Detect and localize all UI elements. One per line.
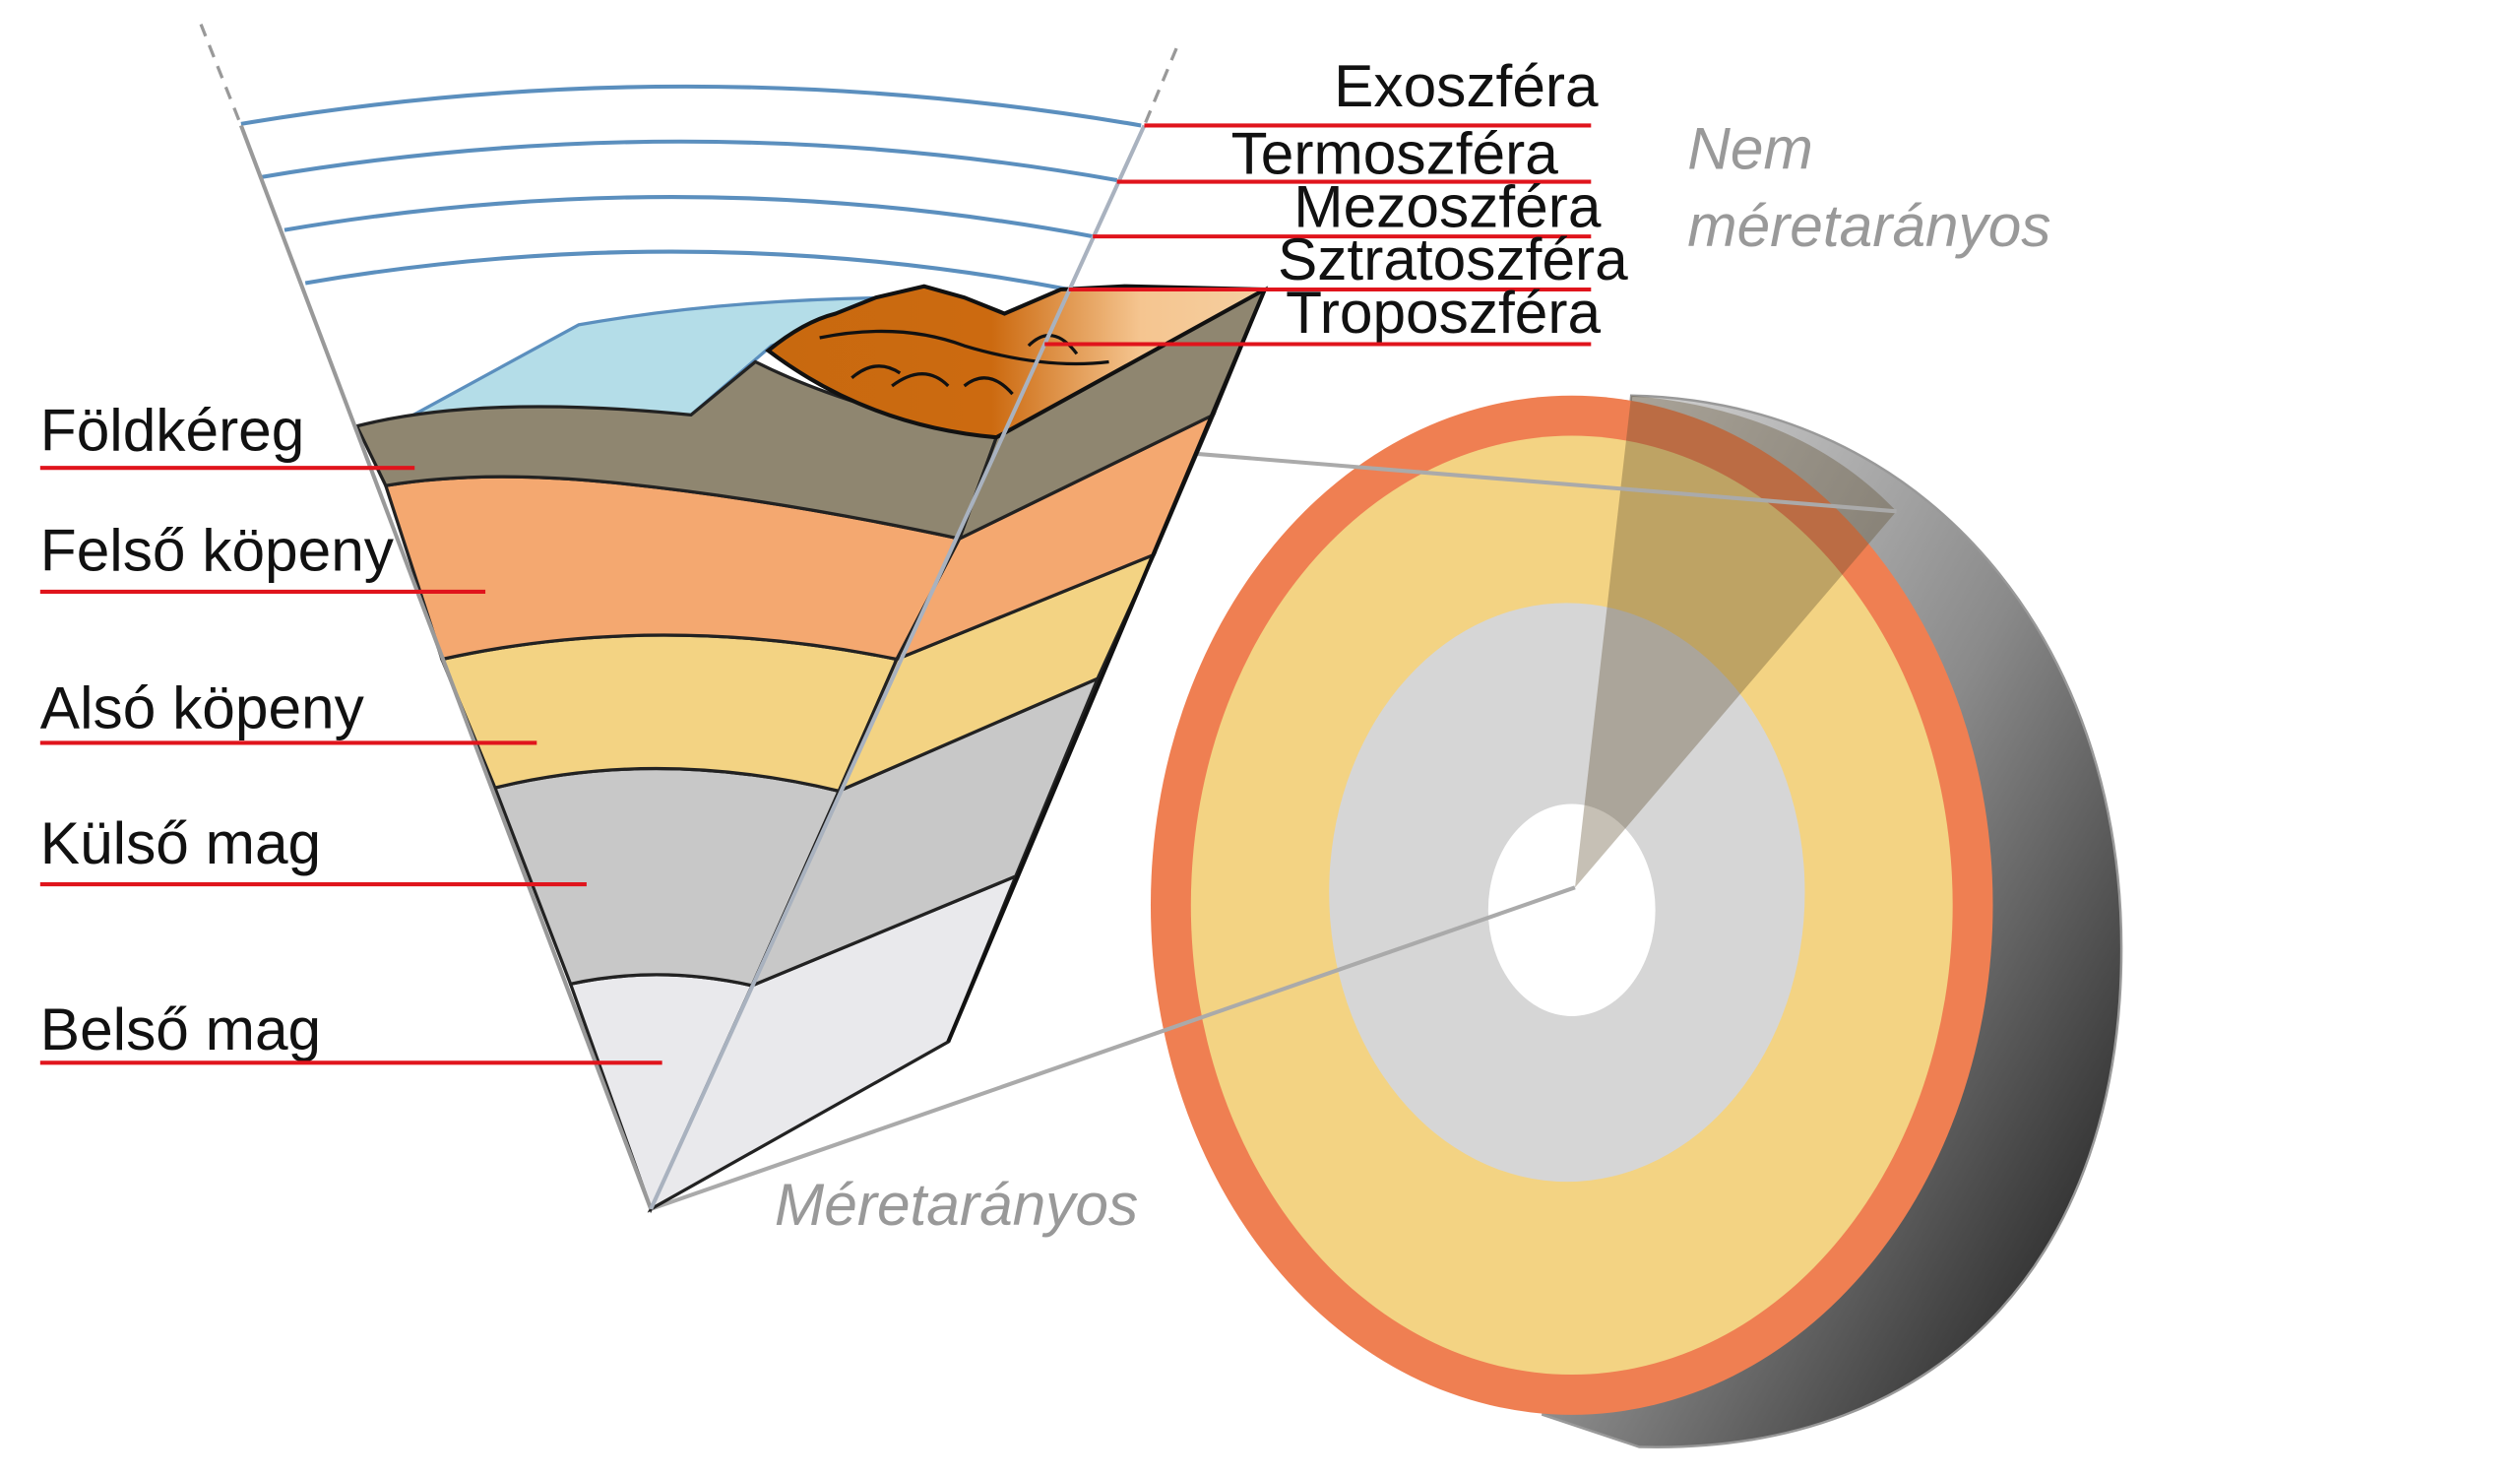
note-not-to-scale-line2: méretarányos <box>1687 192 2050 259</box>
wedge-highlight <box>1575 395 1897 888</box>
note-to-scale: Méretarányos <box>775 1171 1138 1238</box>
label-troposphere: Troposzféra <box>1286 279 1601 346</box>
label-lower-mantle: Alsó köpeny <box>40 674 365 741</box>
mountain <box>765 284 1273 440</box>
label-crust: Földkéreg <box>40 396 305 463</box>
label-outer-core: Külső mag <box>40 809 321 876</box>
label-stratosphere: Sztratoszféra <box>1278 225 1628 292</box>
label-exosphere: Exoszféra <box>1334 52 1599 119</box>
label-inner-core: Belső mag <box>40 995 321 1062</box>
label-thermosphere: Termoszféra <box>1231 119 1559 186</box>
projection-line-bottom <box>650 885 1576 1211</box>
earth-wedge <box>199 23 1273 1214</box>
label-mesosphere: Mezoszféra <box>1293 172 1602 239</box>
inner-core-disk <box>1487 803 1656 1016</box>
note-not-to-scale-line1: Nem <box>1687 115 1813 182</box>
label-upper-mantle: Felső köpeny <box>40 517 395 584</box>
earth-layer-labels: Földkéreg Felső köpeny Alsó köpeny Külső… <box>40 396 662 1065</box>
earth-disk <box>650 394 2123 1448</box>
atmosphere-labels: Exoszféra Termoszféra Mezoszféra Sztrato… <box>1044 52 1628 347</box>
